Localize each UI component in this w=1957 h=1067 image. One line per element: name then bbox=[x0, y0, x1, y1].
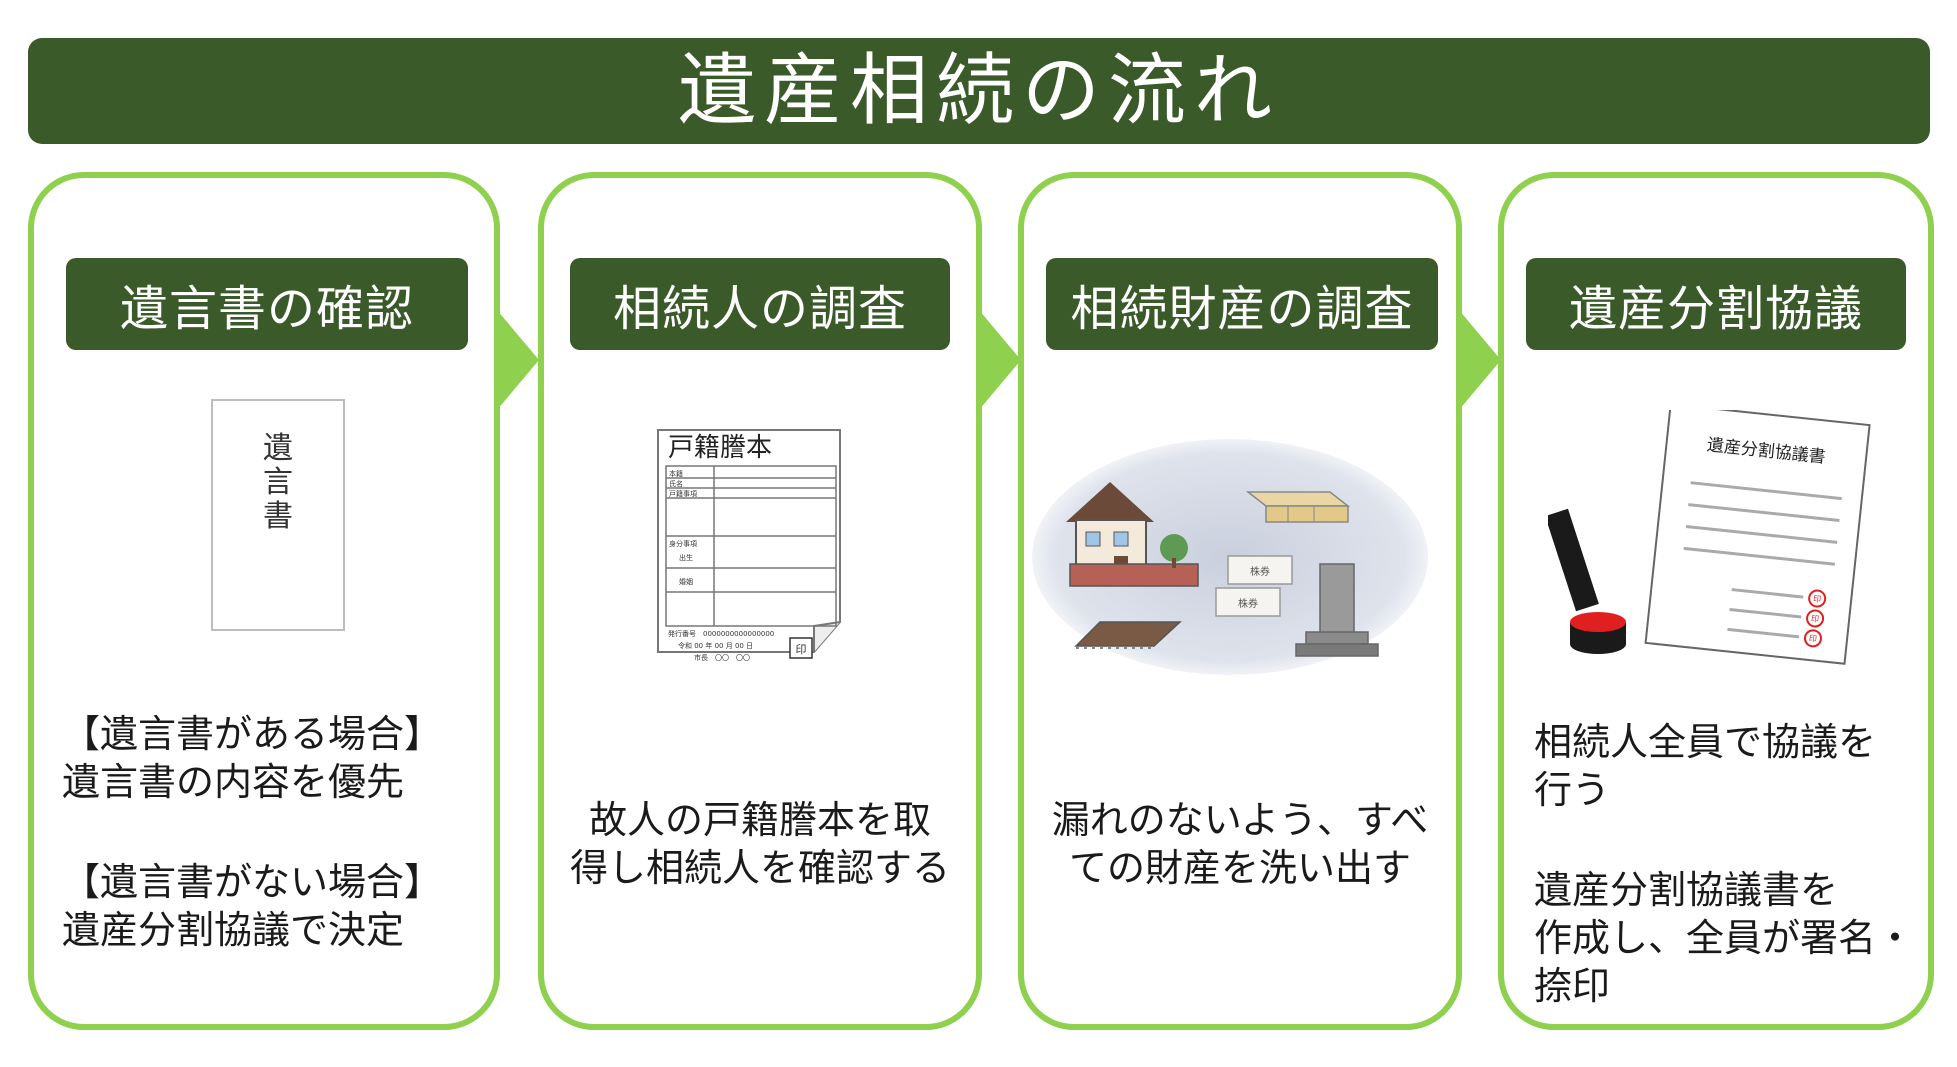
land-plot-icon bbox=[1074, 621, 1182, 649]
svg-text:株券: 株券 bbox=[1250, 565, 1270, 578]
step-description: 相続人全員で協議を 行う 遺産分割協議書を 作成し、全員が署名・ 捺印 bbox=[1534, 718, 1914, 1010]
doc-row-label: 氏名 bbox=[669, 479, 683, 488]
doc-seal: 印 bbox=[796, 643, 807, 656]
desc-line: 漏れのないよう、すべ bbox=[1051, 798, 1429, 842]
step-label: 相続人の調査 bbox=[612, 281, 907, 337]
step-label-box: 相続人の調査 bbox=[570, 258, 950, 350]
desc-line: 故人の戸籍謄本を取 bbox=[588, 798, 931, 842]
seal-stamp-icon bbox=[1548, 508, 1626, 654]
svg-text:株券: 株券 bbox=[1238, 597, 1258, 610]
svg-text:印: 印 bbox=[1808, 634, 1817, 644]
doc-title: 戸籍謄本 bbox=[668, 433, 772, 463]
doc-row-label: 婚姻 bbox=[679, 577, 693, 586]
svg-text:印: 印 bbox=[1813, 594, 1822, 604]
doc-row-label: 本籍 bbox=[669, 469, 683, 478]
flow-arrow-icon bbox=[979, 310, 1021, 410]
family-register-document-illustration: 戸籍謄本 本籍 氏名 戸籍事項 身分事項 出生 婚姻 発行番号 00000000… bbox=[657, 429, 841, 662]
flow-arrow-icon bbox=[497, 310, 539, 410]
step-card-will-check: 遺言書の確認 遺言書 【遺言書がある場合】 遺言書の内容を優先 【遺言書がない場… bbox=[28, 172, 500, 1030]
house-icon bbox=[1066, 482, 1199, 587]
step-card-asset-survey: 相続財産の調査 bbox=[1018, 172, 1462, 1030]
desc-line: 遺言書の内容を優先 bbox=[62, 760, 405, 804]
desc-line: ての財産を洗い出す bbox=[1068, 846, 1411, 890]
desc-line: 【遺言書がない場合】 bbox=[62, 860, 443, 904]
step-description: 故人の戸籍謄本を取 得し相続人を確認する bbox=[544, 796, 976, 892]
step-card-division-agreement: 遺産分割協議 遺産分割協議書 bbox=[1498, 172, 1934, 1030]
step-label-box: 遺産分割協議 bbox=[1526, 258, 1906, 350]
stock-certificate-icon: 株券 株券 bbox=[1215, 555, 1293, 617]
desc-line: 作成し、全員が署名・ bbox=[1534, 916, 1915, 960]
doc-date: 令和 00 年 00 月 00 日 bbox=[678, 641, 753, 650]
desc-line bbox=[1534, 814, 1914, 866]
flow-arrow-icon bbox=[1459, 310, 1501, 410]
step-label: 遺言書の確認 bbox=[119, 281, 414, 337]
doc-number: 発行番号 0000000000000000 bbox=[668, 629, 774, 638]
desc-line: 遺産分割協議書を bbox=[1534, 868, 1839, 912]
desc-line bbox=[62, 806, 442, 858]
envelope-text: 遺言書 bbox=[263, 431, 293, 534]
doc-row-label: 戸籍事項 bbox=[669, 489, 697, 498]
step-label: 相続財産の調査 bbox=[1070, 281, 1414, 337]
gravestone-icon bbox=[1295, 563, 1379, 657]
step-label: 遺産分割協議 bbox=[1568, 281, 1863, 337]
step-label-box: 遺言書の確認 bbox=[66, 258, 468, 350]
page-title: 遺産相続の流れ bbox=[677, 46, 1280, 136]
desc-line: 【遺言書がある場合】 bbox=[62, 712, 443, 756]
doc-row-label: 身分事項 bbox=[669, 539, 697, 548]
gold-bars-icon bbox=[1245, 491, 1351, 523]
doc-row-label: 出生 bbox=[679, 553, 693, 562]
title-banner: 遺産相続の流れ bbox=[28, 38, 1930, 144]
will-envelope-illustration: 遺言書 bbox=[211, 399, 345, 631]
svg-text:印: 印 bbox=[1811, 614, 1820, 624]
desc-line: 相続人全員で協議を bbox=[1534, 720, 1877, 764]
doc-mayor: 市長 〇〇 〇〇 bbox=[694, 653, 750, 662]
step-description: 漏れのないよう、すべ ての財産を洗い出す bbox=[1024, 796, 1456, 892]
step-description: 【遺言書がある場合】 遺言書の内容を優先 【遺言書がない場合】 遺産分割協議で決… bbox=[62, 710, 442, 954]
agreement-document-illustration: 遺産分割協議書 印 印 印 bbox=[1548, 410, 1871, 665]
assets-illustration: 株券 株券 bbox=[1032, 439, 1428, 675]
signature-seal-marks bbox=[1803, 589, 1827, 648]
desc-line: 行う bbox=[1534, 768, 1611, 812]
desc-line: 得し相続人を確認する bbox=[569, 846, 950, 890]
step-label-box: 相続財産の調査 bbox=[1046, 258, 1438, 350]
step-card-heir-survey: 相続人の調査 戸籍謄本 本籍 氏名 戸籍事項 身分事項 出生 婚姻 発行番号 0… bbox=[538, 172, 982, 1030]
desc-line: 遺産分割協議で決定 bbox=[62, 908, 405, 952]
desc-line: 捺印 bbox=[1534, 964, 1611, 1008]
